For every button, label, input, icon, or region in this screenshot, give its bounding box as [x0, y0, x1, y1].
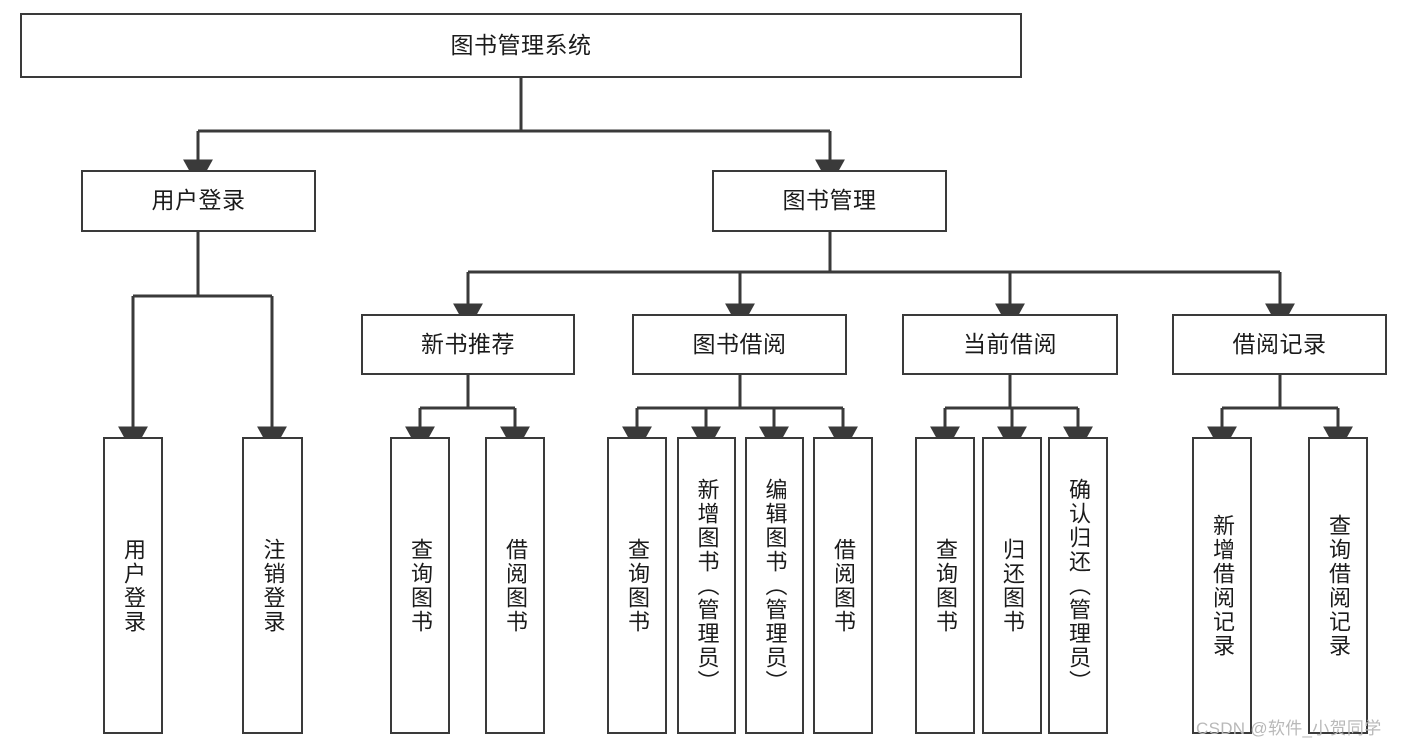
leaf-query-book-borrow[interactable]: 查询图书 [607, 437, 667, 734]
node-label: 归还图书 [1000, 537, 1025, 634]
leaf-edit-book-admin[interactable]: 编辑图书（管理员） [745, 437, 804, 734]
leaf-add-borrow-record[interactable]: 新增借阅记录 [1192, 437, 1252, 734]
node-root-book-management-system[interactable]: 图书管理系统 [20, 13, 1022, 78]
node-label: 新书推荐 [421, 330, 515, 357]
node-label: 借阅图书 [503, 537, 528, 634]
leaf-borrow-book-borrow[interactable]: 借阅图书 [813, 437, 873, 734]
leaf-query-book-current[interactable]: 查询图书 [915, 437, 975, 734]
node-label: 借阅图书 [831, 537, 856, 634]
leaf-query-borrow-record[interactable]: 查询借阅记录 [1308, 437, 1368, 734]
node-current-borrow[interactable]: 当前借阅 [902, 314, 1118, 375]
node-borrow-record[interactable]: 借阅记录 [1172, 314, 1387, 375]
watermark: CSDN @软件_小贺同学 [1196, 719, 1382, 738]
leaf-confirm-return-admin[interactable]: 确认归还（管理员） [1048, 437, 1108, 734]
node-label: 新增图书（管理员） [694, 477, 720, 694]
node-label: 用户登录 [151, 187, 246, 214]
node-label: 查询图书 [408, 537, 433, 634]
node-label: 当前借阅 [963, 330, 1057, 357]
leaf-query-book-recommend[interactable]: 查询图书 [390, 437, 450, 734]
node-book-borrow[interactable]: 图书借阅 [632, 314, 847, 375]
node-label: 借阅记录 [1232, 330, 1327, 357]
node-user-login[interactable]: 用户登录 [81, 170, 316, 232]
leaf-borrow-book-recommend[interactable]: 借阅图书 [485, 437, 545, 734]
node-label: 注销登录 [260, 537, 286, 634]
node-label: 编辑图书（管理员） [762, 477, 788, 694]
leaf-logout-login[interactable]: 注销登录 [242, 437, 303, 734]
node-label: 确认归还（管理员） [1066, 477, 1091, 694]
node-label: 查询图书 [933, 537, 958, 634]
node-label: 查询图书 [625, 537, 650, 634]
node-new-book-recommend[interactable]: 新书推荐 [361, 314, 575, 375]
node-label: 图书管理系统 [450, 31, 592, 58]
node-label: 图书管理 [782, 187, 877, 214]
node-label: 查询借阅记录 [1326, 513, 1351, 658]
node-label: 用户登录 [121, 537, 146, 634]
node-label: 图书借阅 [692, 330, 787, 357]
leaf-add-book-admin[interactable]: 新增图书（管理员） [677, 437, 736, 734]
node-book-management[interactable]: 图书管理 [712, 170, 947, 232]
node-label: 新增借阅记录 [1210, 513, 1235, 658]
leaf-user-login[interactable]: 用户登录 [103, 437, 163, 734]
leaf-return-book[interactable]: 归还图书 [982, 437, 1042, 734]
